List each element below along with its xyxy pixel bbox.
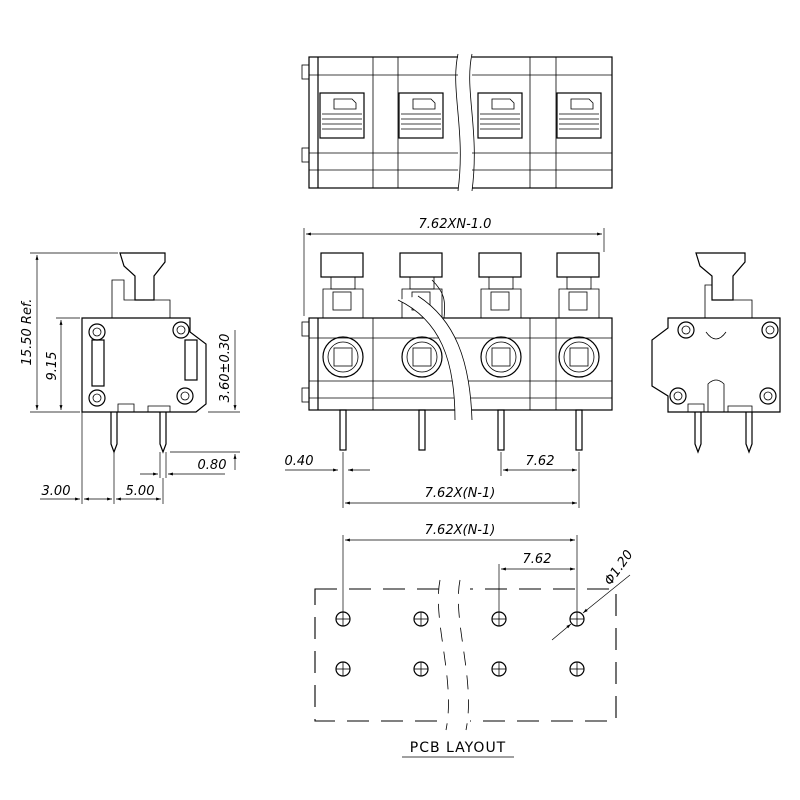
pcb-hole (491, 611, 507, 627)
top-window-2 (398, 92, 444, 139)
front-position-3 (478, 252, 522, 451)
left-side-view (81, 252, 207, 454)
pcb-hole (491, 661, 507, 677)
dim-overall-width: 7.62XN-1.0 (419, 217, 492, 232)
dim-pin-width: 0.40 (285, 454, 314, 469)
pcb-hole (335, 661, 351, 677)
dim-pitch-side: 7.62 (526, 454, 555, 469)
dim-overall-height: 15.50 Ref. (20, 299, 35, 366)
pcb-hole (569, 611, 585, 627)
front-position-2 (399, 252, 443, 451)
dim-pitch-span-side: 7.62X(N-1) (425, 486, 496, 501)
top-window-3 (477, 92, 523, 139)
top-window-4 (556, 92, 602, 139)
dim-pin-length: 3.60±0.30 (218, 334, 233, 403)
pcb-layout-label: PCB LAYOUT (410, 740, 507, 756)
dim-pin-thickness: 0.80 (198, 458, 227, 473)
front-view (301, 252, 613, 451)
pcb-hole (413, 661, 429, 677)
right-side-view (651, 252, 781, 454)
pcb-hole (335, 611, 351, 627)
top-view (301, 53, 613, 192)
pcb-hole (569, 661, 585, 677)
front-position-4 (556, 252, 600, 451)
dim-pitch-span-layout: 7.62X(N-1) (425, 523, 496, 538)
dim-pin-spacing: 5.00 (126, 484, 155, 499)
dim-hole-diameter: Φ1.20 (602, 548, 637, 589)
pcb-hole (413, 611, 429, 627)
dim-offset-a: 3.00 (42, 484, 71, 499)
front-position-1 (320, 252, 364, 451)
dim-body-height: 9.15 (45, 352, 60, 381)
pcb-layout (314, 579, 617, 731)
dimension-lines (30, 228, 631, 641)
top-window-1 (319, 92, 365, 139)
dim-pitch-layout: 7.62 (523, 552, 552, 567)
